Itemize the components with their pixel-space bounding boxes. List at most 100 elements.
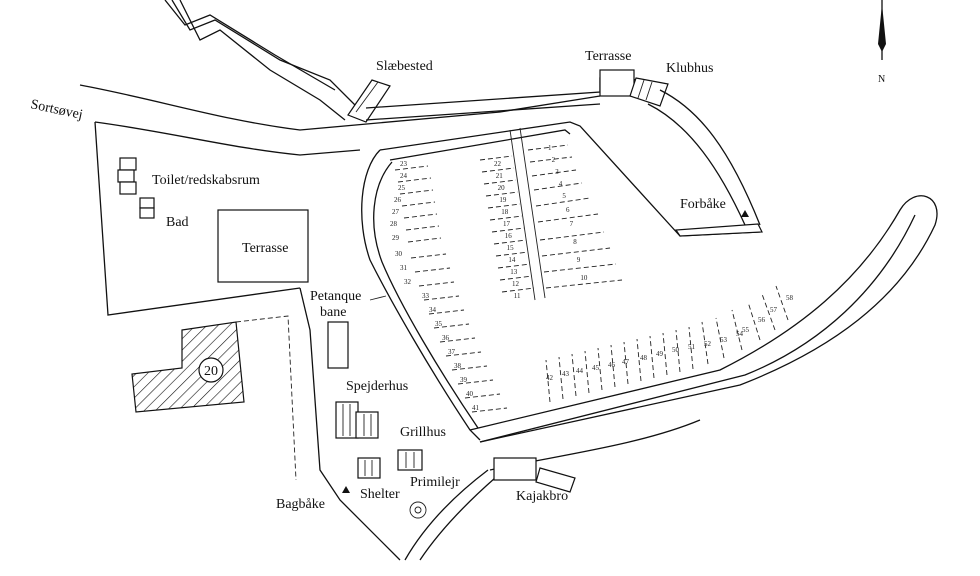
berth-number-left: 34 — [429, 306, 437, 314]
harbour-basin — [361, 121, 938, 443]
top-pier — [365, 69, 669, 121]
berth-number-south: 42 — [546, 374, 554, 382]
fence — [235, 315, 297, 481]
berth-numbers: 2324252627282930313233343536373839404122… — [390, 144, 794, 412]
berth-number-middle: 12 — [512, 280, 520, 288]
shelter-building — [357, 457, 381, 479]
petanque-label-2: bane — [320, 305, 346, 320]
berth-number-left: 37 — [448, 348, 456, 356]
berth-number-left: 32 — [404, 278, 412, 286]
berth-number-left: 28 — [390, 220, 398, 228]
forbaake-marker-icon — [741, 210, 749, 217]
primilejr-label: Primilejr — [410, 475, 460, 490]
berth-number-middle: 19 — [499, 196, 507, 204]
bagbaake-marker-icon — [342, 486, 350, 493]
slaebested-label: Slæbested — [376, 59, 433, 74]
berth-number-right: 5 — [562, 192, 566, 200]
berth-number-right: 7 — [570, 220, 574, 228]
plot-20 — [131, 321, 245, 413]
berth-number-left: 23 — [400, 160, 408, 168]
berth-number-right: 3 — [555, 168, 559, 176]
berth-number-middle: 14 — [508, 256, 516, 264]
berth-number-left: 38 — [454, 362, 462, 370]
berth-number-south: 46 — [608, 361, 616, 369]
berth-number-south: 44 — [576, 367, 584, 375]
toilet-building — [117, 157, 155, 219]
berth-number-middle: 15 — [507, 244, 514, 252]
berth-number-right: 4 — [559, 180, 563, 188]
shelter-label: Shelter — [360, 487, 400, 502]
berth-number-left: 25 — [398, 184, 406, 192]
bad-label: Bad — [166, 215, 189, 230]
berth-number-left: 30 — [395, 250, 403, 258]
toilet-label: Toilet/redskabsrum — [152, 173, 260, 188]
berth-number-south: 48 — [640, 354, 648, 362]
coastline — [164, 0, 361, 121]
spejderhus-label: Spejderhus — [346, 379, 408, 394]
berth-number-left: 26 — [394, 196, 402, 204]
berth-number-right: 9 — [577, 256, 581, 264]
berth-number-right: 6 — [566, 206, 570, 214]
berth-number-south: 51 — [688, 343, 696, 351]
berth-number-left: 29 — [392, 234, 400, 242]
berth-number-middle: 13 — [510, 268, 518, 276]
grillhus-label: Grillhus — [400, 425, 446, 440]
terrasse-left-label: Terrasse — [242, 241, 288, 256]
berth-number-right: 8 — [573, 238, 577, 246]
berth-number-left: 24 — [400, 172, 408, 180]
terrasse-area — [217, 209, 309, 283]
berth-number-left: 27 — [392, 208, 400, 216]
berth-number-right: 10 — [580, 274, 588, 282]
road-label: Sortsøvej — [29, 97, 84, 123]
berth-number-left: 35 — [435, 320, 443, 328]
berth-number-middle: 22 — [494, 160, 502, 168]
petanque-court — [327, 321, 349, 369]
forbaake-label: Forbåke — [680, 197, 726, 212]
east-breakwater — [647, 89, 761, 226]
berth-number-south: 57 — [770, 306, 778, 314]
west-edge — [299, 287, 401, 561]
berth-number-south: 58 — [786, 294, 794, 302]
petanque-label: Petanque — [310, 289, 361, 304]
berth-number-middle: 16 — [505, 232, 513, 240]
forbaake-pier — [674, 223, 763, 237]
berth-number-south: 50 — [672, 346, 680, 354]
kajakbro-label: Kajakbro — [516, 489, 568, 504]
berth-number-right: 1 — [548, 144, 552, 152]
berth-number-south: 56 — [758, 316, 766, 324]
berth-number-middle: 21 — [496, 172, 504, 180]
berth-number-left: 36 — [442, 334, 450, 342]
plot-number: 20 — [204, 364, 218, 379]
berth-number-south: 55 — [742, 326, 750, 334]
berth-number-middle: 20 — [498, 184, 506, 192]
klubhus-label: Klubhus — [666, 61, 713, 76]
primilejr-icon — [409, 501, 427, 519]
bagbaake-label: Bagbåke — [276, 497, 325, 512]
berth-number-left: 39 — [460, 376, 468, 384]
berth-number-middle: 17 — [503, 220, 511, 228]
north-label: N — [878, 74, 885, 85]
berth-number-south: 49 — [656, 350, 664, 358]
slaebested-ramp — [347, 79, 391, 123]
north-arrow-icon — [878, 0, 886, 60]
berth-number-left: 41 — [472, 404, 480, 412]
berth-number-south: 43 — [562, 370, 570, 378]
berth-number-south: 52 — [704, 340, 712, 348]
south-breakwater — [404, 419, 701, 561]
berth-number-right: 2 — [552, 156, 556, 164]
berth-number-left: 33 — [422, 292, 430, 300]
berth-lines — [394, 144, 789, 413]
berth-number-left: 40 — [466, 390, 474, 398]
berth-number-middle: 11 — [514, 292, 521, 300]
spejderhus-building — [335, 401, 379, 439]
berth-number-south: 54 — [736, 330, 744, 338]
berth-number-south: 47 — [622, 358, 630, 366]
berth-number-south: 53 — [720, 336, 728, 344]
berth-number-left: 31 — [400, 264, 408, 272]
berth-number-middle: 18 — [501, 208, 509, 216]
road-sortsoevej — [79, 84, 601, 316]
grillhus-building — [397, 449, 423, 471]
berth-number-south: 45 — [592, 364, 600, 372]
terrasse-top-label: Terrasse — [585, 49, 631, 64]
